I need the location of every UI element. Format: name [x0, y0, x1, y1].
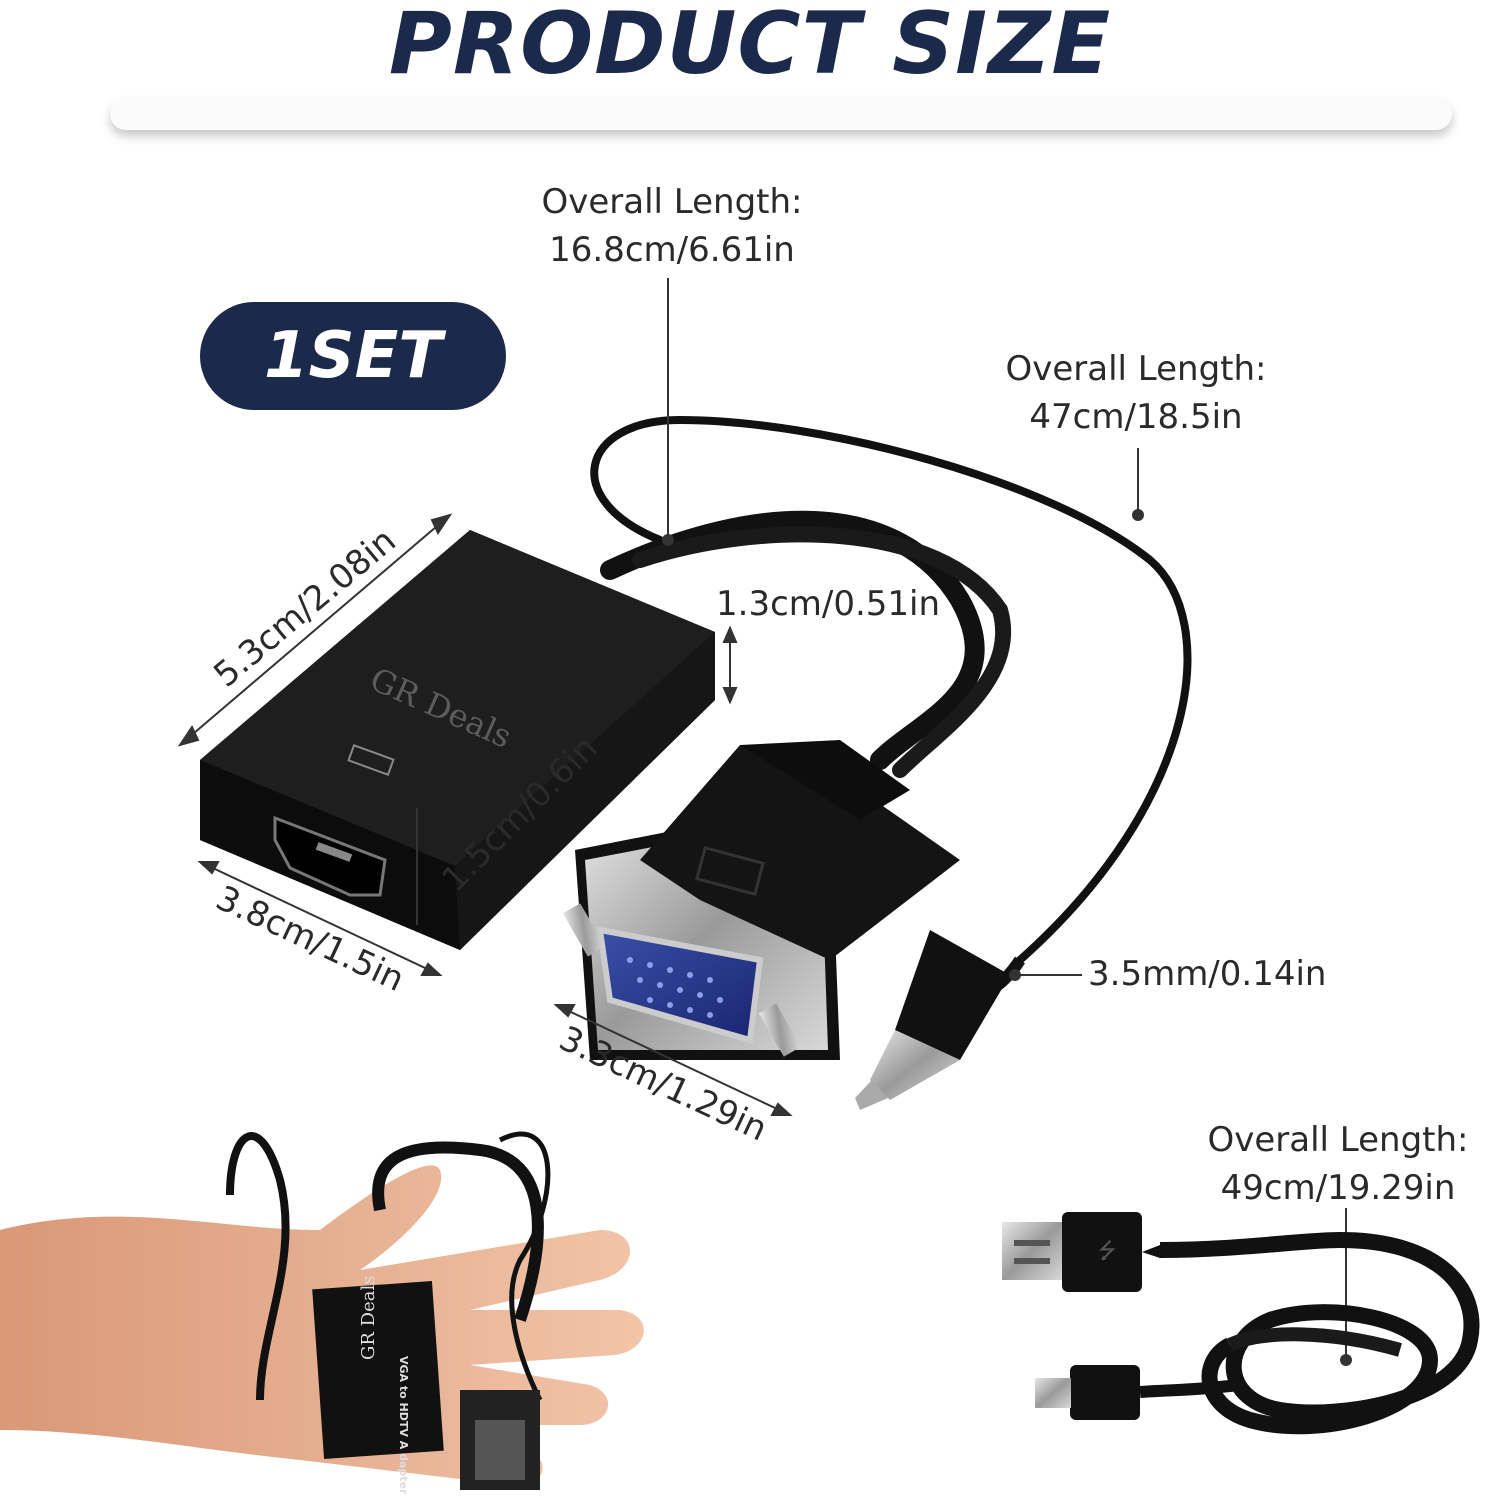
set-count-badge: 1SET [200, 302, 506, 410]
usb-symbol-icon: ⭍ [1098, 1239, 1116, 1264]
audio-cable-length-label: Overall Length: 47cm/18.5in [996, 345, 1276, 441]
audio-cable-length-title: Overall Length: [1005, 349, 1267, 389]
usb-cable-length-label: Overall Length: 49cm/19.29in [1198, 1116, 1478, 1212]
hdmi-symbol-icon [347, 744, 395, 776]
kit-brand-text: GR Deals [358, 1275, 379, 1360]
cable-thickness-label: 1.3cm/0.51in [716, 584, 941, 624]
title-underline-bar [110, 98, 1452, 130]
usb-cable-length-value: 49cm/19.29in [1220, 1168, 1456, 1208]
audio-jack-label: 3.5mm/0.14in [1088, 954, 1327, 994]
usb-cable-illustration: ⭍ [1002, 1212, 1480, 1435]
audio-cable-length-value: 47cm/18.5in [1029, 397, 1243, 437]
kit-model-text: VGA to HDTV A dapter [397, 1356, 410, 1495]
vga-cable-length-label: Overall Length: 16.8cm/6.61in [532, 178, 812, 274]
usb-cable-length-title: Overall Length: [1207, 1120, 1469, 1160]
page-title: PRODUCT SIZE [388, 0, 1112, 94]
hand-photo [0, 1131, 644, 1490]
vga-cable-length-title: Overall Length: [541, 182, 803, 222]
vga-cable-length-value: 16.8cm/6.61in [549, 230, 795, 270]
